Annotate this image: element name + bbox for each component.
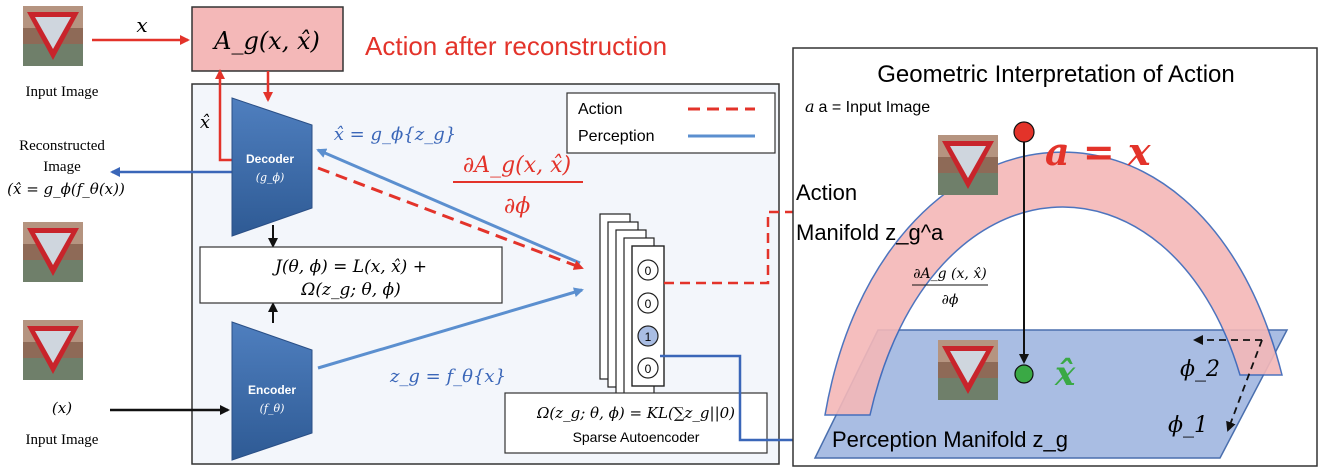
- legend-perception-label: Perception: [578, 128, 655, 145]
- input-image-top: [23, 6, 83, 66]
- xhat-big-label: x̂: [1054, 354, 1076, 394]
- encoder-sub-label: (f_θ): [260, 402, 285, 415]
- action-manifold-label-1: Action: [796, 180, 857, 205]
- yield-sign-icon: [23, 222, 83, 282]
- svg-text:0: 0: [645, 264, 652, 278]
- action-point: [1013, 121, 1035, 143]
- action-manifold-label-2: Manifold z_g^a: [796, 220, 944, 245]
- svg-text:1: 1: [645, 330, 652, 344]
- input-image-bottom: [23, 320, 83, 380]
- reconstructed-image: [23, 222, 83, 282]
- svg-text:0: 0: [645, 362, 652, 376]
- action-manifold-arch: [824, 151, 1283, 416]
- zg-equation: z_g = f_θ{x}: [389, 366, 506, 387]
- decoder-label: Decoder: [246, 152, 294, 166]
- perception-manifold-image: [938, 340, 998, 400]
- x-input-label: x: [136, 13, 147, 37]
- encoder-to-latent-arrow: [317, 287, 584, 370]
- yield-sign-icon: [23, 6, 83, 66]
- xhat-equation: x̂ = g_ϕ{z_g}: [334, 124, 456, 145]
- loss-box: [199, 246, 503, 304]
- latent-node-1: 0: [637, 292, 659, 314]
- reconstructed-equation: (x̂ = g_ϕ(f_θ(x)): [7, 180, 125, 198]
- yield-sign-icon: [938, 340, 998, 400]
- latent-to-perception-manifold-arrow: [660, 354, 827, 445]
- action-after-reconstruction-label: Action after reconstruction: [365, 31, 667, 61]
- action-box-label: A_g(x, x̂): [212, 27, 320, 55]
- grad-numerator: ∂A_g(x, x̂): [463, 153, 571, 178]
- encoder-block: [231, 321, 313, 461]
- input-image-top-label: Input Image: [26, 84, 99, 100]
- loss-line-1: J(θ, ϕ) = L(x, x̂) +: [272, 257, 427, 277]
- input-image-bottom-label: Input Image: [26, 432, 99, 448]
- latent-node-0: 0: [637, 259, 659, 281]
- grad-denominator: ∂ϕ: [504, 194, 530, 219]
- perception-manifold-label: Perception Manifold z_g: [832, 427, 1068, 452]
- svg-text:0: 0: [645, 297, 652, 311]
- action-manifold-image: [938, 135, 998, 195]
- latent-node-2: 1: [637, 325, 659, 347]
- latent-node-3: 0: [637, 357, 659, 379]
- encoder-label: Encoder: [248, 383, 296, 397]
- xhat-side-label: x̂: [200, 112, 210, 133]
- a-equals-x-label: a = x: [1045, 129, 1152, 174]
- decoder-sub-label: (g_ϕ): [256, 171, 285, 184]
- yield-sign-icon: [23, 320, 83, 380]
- phi1-axis: [1226, 339, 1263, 432]
- sparse-box: [504, 392, 768, 454]
- reconstructed-label-1: Reconstructed: [19, 138, 105, 154]
- latent-to-decoder-arrow: [316, 148, 581, 265]
- sparse-equation: Ω(z_g; θ, ϕ) = KL(∑z_g||0): [536, 404, 735, 422]
- phi2-label: ϕ_2: [1180, 357, 1220, 382]
- action-gradient-arrow: [317, 166, 584, 270]
- sparse-label: Sparse Autoencoder: [573, 429, 700, 445]
- latent-stack: [599, 213, 665, 404]
- decoder-block: [231, 97, 313, 237]
- legend-action-label: Action: [578, 101, 622, 118]
- yield-sign-icon: [938, 135, 998, 195]
- phi1-label: ϕ_1: [1168, 413, 1208, 438]
- x-paren-label: (x): [52, 399, 72, 417]
- manifold-grad-numerator: ∂A_g (x, x̂): [913, 266, 986, 282]
- decoder-feedback-arrow: [215, 69, 232, 162]
- loss-line-2: Ω(z_g; θ, ϕ): [300, 280, 400, 300]
- perception-point: [1014, 364, 1034, 384]
- manifold-grad-denominator: ∂ϕ: [942, 292, 959, 308]
- reconstructed-label-2: Image: [43, 159, 81, 175]
- geometric-title: Geometric Interpretation of Action: [877, 61, 1235, 88]
- legend-box: [566, 92, 776, 154]
